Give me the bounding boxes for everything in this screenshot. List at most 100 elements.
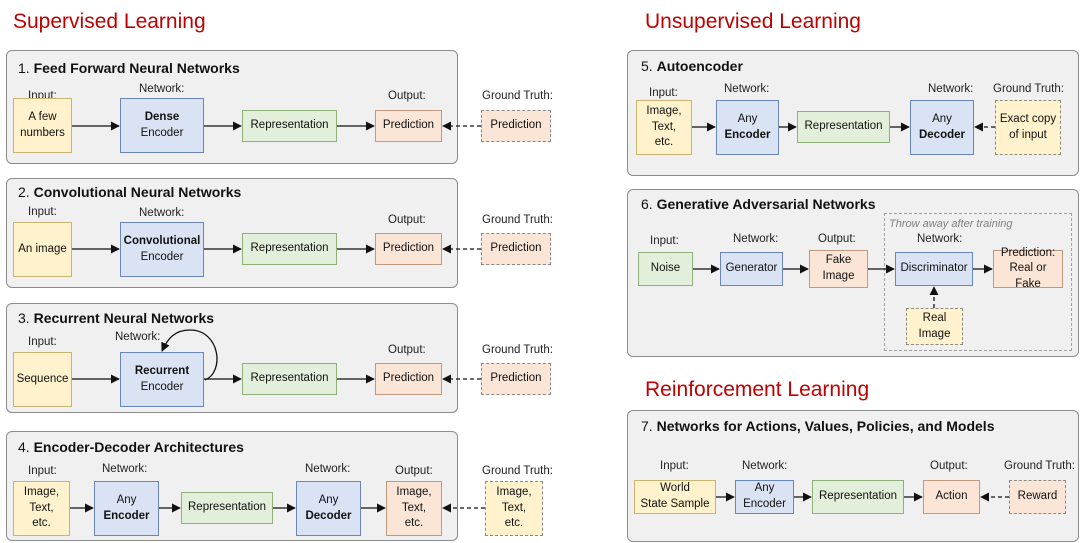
representation-box: Representation: [797, 111, 890, 143]
output-box: Image,Text,etc.: [386, 481, 442, 536]
ground-truth-line: of input: [1009, 128, 1047, 141]
panel-title-reinforcement: 7. Networks for Actions, Values, Policie…: [641, 419, 995, 433]
panel-title-text: Feed Forward Neural Networks: [33, 60, 240, 76]
input-label: Input:: [28, 206, 57, 218]
network-label: Network:: [115, 331, 161, 343]
encoder-line: Encoder: [103, 509, 150, 522]
decoder-line: Any: [932, 112, 952, 125]
ground-truth-box: Prediction: [481, 233, 551, 265]
panel-number: 4.: [18, 439, 30, 455]
panel-title-text: Networks for Actions, Values, Policies, …: [656, 418, 995, 434]
panel-number: 2.: [18, 184, 30, 200]
panel-title-feed-forward: 1. Feed Forward Neural Networks: [18, 61, 240, 75]
ground-truth-label: Ground Truth:: [1004, 460, 1075, 472]
input-line: Image,: [23, 486, 60, 499]
recurrent-loop-arrow: [161, 329, 218, 381]
output-box: Prediction: [375, 233, 442, 265]
ground-truth-line: Image,: [496, 486, 532, 499]
decoder-line: Decoder: [918, 128, 966, 141]
input-label: Input:: [650, 235, 679, 247]
real-image-line: Real: [922, 311, 947, 324]
encoder-line: Any: [737, 112, 758, 125]
panel-feed-forward: [6, 50, 458, 164]
input-box: Sequence: [13, 352, 72, 407]
ground-truth-line: Exact copy: [999, 112, 1057, 125]
output-line: Text,: [401, 501, 427, 514]
encoder-line: Encoder: [724, 128, 771, 141]
input-line: Image,: [646, 105, 682, 118]
action-box: Action: [923, 480, 980, 514]
output-label: Output:: [395, 465, 433, 477]
discard-note: Throw away after training: [889, 218, 1013, 230]
ground-truth-box: Prediction: [481, 110, 551, 142]
output-label: Output:: [388, 90, 426, 102]
input-box: Image,Text,etc.: [636, 100, 692, 155]
ground-truth-box: Image, Text, etc.: [485, 481, 543, 536]
ground-truth-box: Exact copy of input: [995, 100, 1061, 155]
panel-title-text: Convolutional Neural Networks: [33, 184, 242, 200]
network-line: Encoder: [140, 250, 184, 263]
input-label: Input:: [660, 460, 689, 472]
output-label: Output:: [818, 233, 856, 245]
network-label: Network:: [724, 83, 770, 95]
prediction-line: Prediction:: [1000, 246, 1056, 259]
panel-title-convolutional: 2. Convolutional Neural Networks: [18, 185, 241, 199]
representation-box: Representation: [242, 110, 337, 142]
ground-truth-line: etc.: [504, 517, 524, 530]
network-label: Network:: [139, 207, 185, 219]
network-line: Encoder: [140, 126, 184, 139]
network-label: Network:: [102, 463, 148, 475]
panel-title-text: Autoencoder: [656, 58, 743, 74]
encoder-line: Any: [116, 493, 137, 506]
network-label: Network:: [928, 83, 974, 95]
network-label: Network:: [139, 83, 185, 95]
panel-title-gan: 6. Generative Adversarial Networks: [641, 197, 876, 211]
panel-number: 1.: [18, 60, 30, 76]
network-label: Network:: [742, 460, 788, 472]
input-label: Input:: [649, 87, 678, 99]
input-line: etc.: [654, 136, 674, 149]
input-line: World: [660, 482, 690, 495]
heading-unsupervised-learning: Unsupervised Learning: [645, 10, 861, 33]
decoder-line: Decoder: [305, 509, 352, 522]
panel-number: 3.: [18, 310, 30, 326]
representation-box: Representation: [242, 233, 337, 265]
ground-truth-label: Ground Truth:: [482, 344, 553, 356]
network-label: Network:: [917, 233, 963, 245]
panel-number: 5.: [641, 58, 653, 74]
output-box: Prediction: [375, 110, 442, 142]
panel-title-text: Encoder-Decoder Architectures: [33, 439, 244, 455]
fake-image-line: Image: [822, 270, 855, 282]
panel-title-encoder-decoder: 4. Encoder-Decoder Architectures: [18, 440, 244, 454]
input-label: Input:: [28, 336, 57, 348]
output-label: Output:: [388, 344, 426, 356]
panel-title-text: Recurrent Neural Networks: [33, 310, 215, 326]
real-image-line: Image: [918, 327, 951, 340]
panel-number: 6.: [641, 196, 653, 212]
discriminator-box: Discriminator: [895, 252, 973, 286]
generator-box: Generator: [720, 252, 783, 286]
prediction-box: Prediction:Real or Fake: [993, 247, 1063, 290]
reward-box: Reward: [1009, 480, 1066, 514]
discard-region: [884, 213, 1072, 351]
decoder-line: Any: [318, 493, 339, 506]
network-line: Recurrent: [134, 364, 190, 377]
panel-title-autoencoder: 5. Autoencoder: [641, 59, 743, 73]
network-line: Dense: [144, 110, 180, 123]
input-box: Image,Text,etc.: [13, 481, 70, 536]
representation-box: Representation: [181, 492, 273, 524]
ground-truth-label: Ground Truth:: [482, 90, 553, 102]
network-label: Network:: [733, 233, 779, 245]
ground-truth-line: Text,: [501, 501, 527, 514]
input-label: Input:: [28, 465, 57, 477]
representation-box: Representation: [812, 480, 904, 514]
encoder-line: Encoder: [743, 498, 786, 510]
